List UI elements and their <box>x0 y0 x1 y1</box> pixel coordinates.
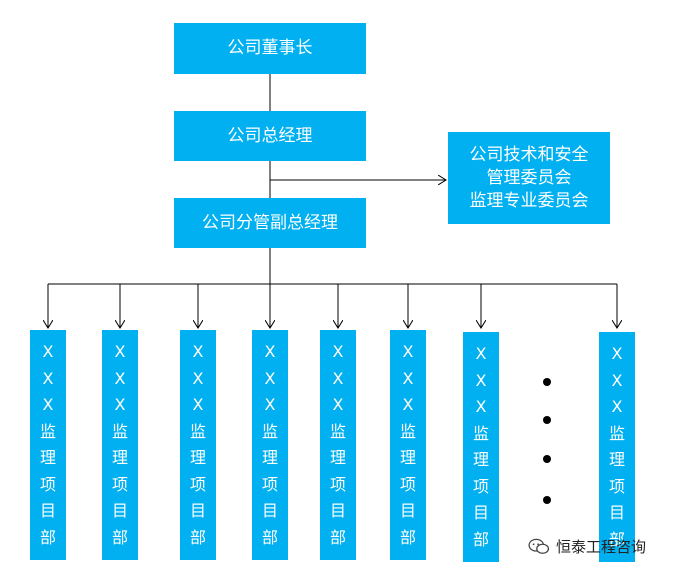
project-dept-char: 监 <box>399 421 416 441</box>
project-dept-char: 项 <box>472 476 489 496</box>
project-dept-char: 部 <box>399 527 416 547</box>
project-dept-char: X <box>114 368 126 388</box>
project-dept-char: 理 <box>472 450 489 469</box>
project-dept-char: 目 <box>472 503 489 522</box>
project-dept-char: 监 <box>261 421 278 441</box>
project-dept-char: 理 <box>111 448 128 467</box>
project-dept-char: X <box>264 395 276 414</box>
project-dept-char: 部 <box>111 527 128 547</box>
project-dept-char: 监 <box>472 423 489 443</box>
project-dept-char: X <box>402 395 414 414</box>
project-dept-char: 部 <box>329 527 346 547</box>
project-dept-char: X <box>332 368 344 388</box>
project-dept-char: 监 <box>39 421 56 441</box>
project-dept-char: 项 <box>39 474 56 494</box>
project-dept-char: 目 <box>261 501 278 520</box>
ellipsis-dot <box>543 455 551 463</box>
project-dept-char: X <box>475 344 487 363</box>
project-dept-char: 目 <box>189 501 206 520</box>
deputy-gm-label: 公司分管副总经理 <box>202 212 338 233</box>
project-dept-char: X <box>611 344 623 363</box>
committee-line-3: 监理专业委员会 <box>469 190 589 211</box>
project-dept-char: 项 <box>189 474 206 494</box>
committee-line-1: 公司技术和安全 <box>469 144 589 165</box>
project-dept-char: X <box>611 397 623 416</box>
project-dept-char: X <box>264 368 276 388</box>
project-dept-char: X <box>42 368 54 388</box>
project-dept-char: X <box>475 370 487 390</box>
project-dept-char: 理 <box>39 448 56 467</box>
project-dept-char: 理 <box>608 450 625 469</box>
project-dept-char: X <box>42 395 54 414</box>
project-dept-char: 目 <box>39 501 56 520</box>
watermark-text: 恒泰工程咨询 <box>556 538 647 556</box>
project-dept-char: 部 <box>189 527 206 547</box>
project-dept-char: 监 <box>329 421 346 441</box>
project-dept-char: X <box>192 395 204 414</box>
chairman-label: 公司董事长 <box>227 38 313 58</box>
project-dept-char: 部 <box>39 527 56 547</box>
general-manager-box: 公司总经理 <box>174 111 366 161</box>
project-dept-char: 目 <box>399 501 416 520</box>
project-dept-char: 项 <box>399 474 416 494</box>
general-manager-label: 公司总经理 <box>227 125 313 146</box>
project-dept-char: 目 <box>111 501 128 520</box>
project-dept-char: X <box>264 342 276 361</box>
watermark: 恒泰工程咨询 <box>528 536 646 557</box>
project-dept-char: 部 <box>261 527 278 547</box>
project-dept-char: 监 <box>189 421 206 441</box>
project-dept-char: X <box>42 342 54 361</box>
project-dept-char: 理 <box>329 448 346 467</box>
project-dept-char: X <box>114 395 126 414</box>
project-dept-char: X <box>192 368 204 388</box>
chairman-box: 公司董事长 <box>174 23 366 74</box>
committee-line-2: 管理委员会 <box>486 167 572 188</box>
project-dept-char: X <box>192 342 204 361</box>
project-dept-char: 部 <box>608 529 625 549</box>
project-dept-char: 目 <box>329 501 346 520</box>
project-dept-char: X <box>475 397 487 416</box>
project-dept-char: 部 <box>472 529 489 549</box>
ellipsis-dot <box>543 378 551 386</box>
project-dept-char: 项 <box>111 474 128 494</box>
project-dept-char: 监 <box>111 421 128 441</box>
committee-box: 公司技术和安全 管理委员会 监理专业委员会 <box>448 132 610 224</box>
project-dept-char: 目 <box>608 503 625 522</box>
project-dept-char: 理 <box>189 448 206 467</box>
wechat-icon <box>528 538 550 554</box>
project-dept-char: X <box>402 342 414 361</box>
project-dept-char: 项 <box>329 474 346 494</box>
project-dept-char: 理 <box>261 448 278 467</box>
ellipsis-dot <box>543 416 551 424</box>
project-dept-char: 监 <box>608 423 625 443</box>
project-dept-char: X <box>611 370 623 390</box>
deputy-gm-box: 公司分管副总经理 <box>174 198 366 248</box>
ellipsis-dot <box>543 496 551 504</box>
project-dept-char: X <box>332 395 344 414</box>
project-dept-char: X <box>402 368 414 388</box>
project-dept-char: 项 <box>608 476 625 496</box>
project-dept-char: X <box>114 342 126 361</box>
project-dept-char: X <box>332 342 344 361</box>
project-dept-char: 理 <box>399 448 416 467</box>
project-dept-char: 项 <box>261 474 278 494</box>
